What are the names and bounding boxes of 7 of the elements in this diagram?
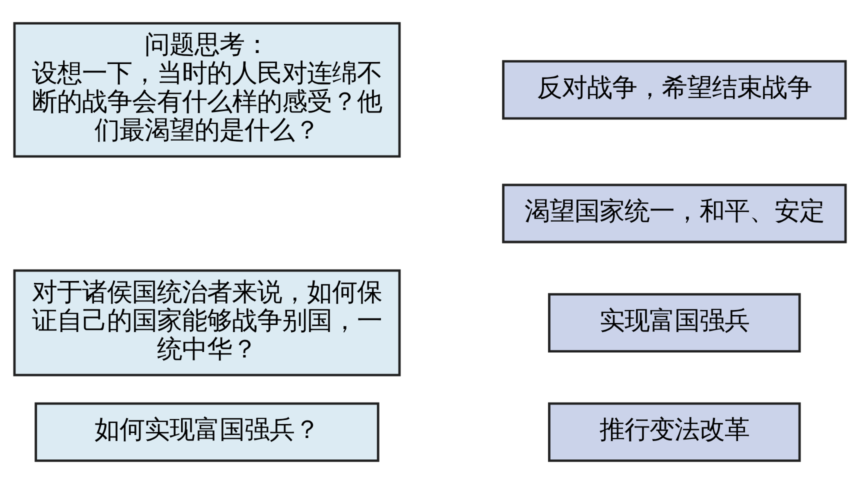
node-box: 对于诸侯国统治者来说，如何保证自己的国家能够战争别国，一统中华？ <box>13 269 401 376</box>
node-box: 实现富国强兵 <box>548 293 801 353</box>
node-box: 问题思考： 设想一下，当时的人民对连绵不断的战争会有什么样的感受？他们最渴望的是什么？ <box>13 22 401 158</box>
node-box: 推行变法改革 <box>548 402 801 462</box>
node-box: 渴望国家统一，和平、安定 <box>502 184 847 244</box>
node-box: 如何实现富国强兵？ <box>34 402 380 462</box>
node-box: 反对战争，希望结束战争 <box>502 60 847 120</box>
